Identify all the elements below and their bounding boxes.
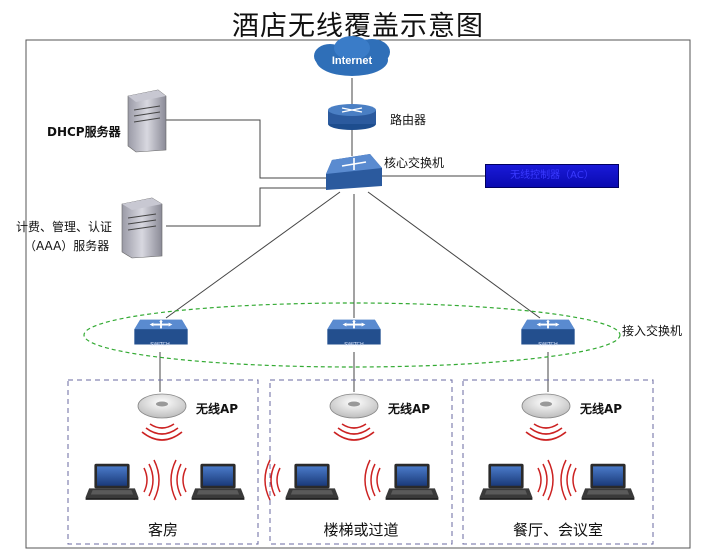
core-switch-label: 核心交换机 (384, 156, 445, 170)
laptop-2-signal-icon (170, 459, 187, 501)
switch-tag-2: SWITCH (344, 342, 364, 348)
ap-1-icon (137, 393, 187, 419)
zone-label-restaurant: 餐厅、会议室 (512, 521, 603, 539)
access-switch-label: 接入交换机 (622, 324, 683, 338)
laptop-2-icon (191, 463, 245, 500)
dhcp-server-label: DHCP服务器 (47, 125, 121, 139)
laptop-4-icon (385, 463, 439, 500)
internet-cloud-icon: Internet (314, 36, 390, 76)
ac-controller-box: 无线控制器（AC） (485, 164, 619, 188)
ap-2-signal-icon (333, 423, 375, 441)
laptop-5-signal-icon (537, 459, 554, 501)
access-switch-1-icon (133, 318, 189, 346)
dhcp-server-icon (127, 89, 167, 153)
network-links (159, 78, 549, 392)
ap-3-signal-icon (525, 423, 567, 441)
zone-box-restaurant (462, 379, 654, 545)
internet-label: Internet (332, 55, 373, 67)
switch-tag-1: SWITCH (150, 342, 170, 348)
ap-1-signal-icon (141, 423, 183, 441)
core-switch-icon (326, 154, 382, 190)
zone-label-corridor: 楼梯或过道 (323, 521, 399, 539)
access-switch-2-icon (326, 318, 382, 346)
ap-1-label: 无线AP (196, 402, 239, 416)
ap-3-icon (521, 393, 571, 419)
laptop-5-icon (479, 463, 533, 500)
router-label: 路由器 (390, 113, 427, 127)
aaa-server-label-line1: 计费、管理、认证 (16, 220, 113, 234)
laptop-1-signal-icon (143, 459, 160, 501)
access-switch-3-icon (520, 318, 576, 346)
laptop-6-icon (581, 463, 635, 500)
laptop-1-icon (85, 463, 139, 500)
laptop-6-signal-icon (560, 459, 577, 501)
laptop-3-icon (285, 463, 339, 500)
ap-2-icon (329, 393, 379, 419)
access-layer-ellipse (83, 302, 621, 368)
zone-box-guestroom (67, 379, 259, 545)
laptop-4-signal-icon (364, 459, 381, 501)
ap-3-label: 无线AP (580, 402, 623, 416)
laptop-3-signal-icon (264, 459, 281, 501)
router-icon (328, 104, 376, 130)
ap-2-label: 无线AP (388, 402, 431, 416)
aaa-server-label-line2: （AAA）服务器 (24, 239, 110, 253)
aaa-server-icon (121, 197, 163, 259)
zone-label-guestroom: 客房 (147, 521, 178, 539)
switch-tag-3: SWITCH (538, 342, 558, 348)
zone-box-corridor (269, 379, 453, 545)
